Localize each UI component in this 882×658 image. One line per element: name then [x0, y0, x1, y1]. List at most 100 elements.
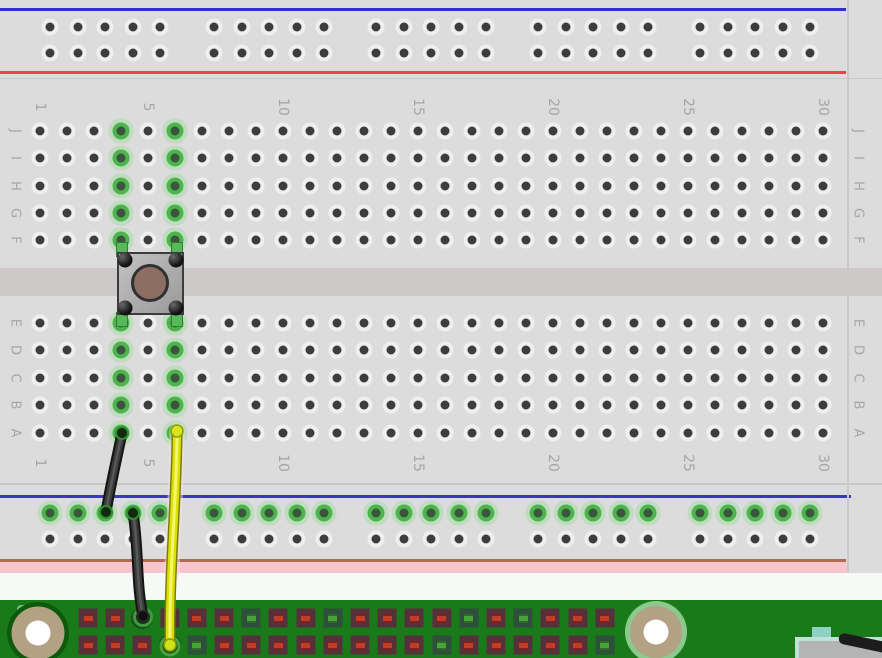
- grid-hole[interactable]: [278, 373, 288, 383]
- grid-hole[interactable]: [791, 318, 801, 328]
- yellow-jumper-wire[interactable]: [159, 423, 185, 657]
- grid-hole[interactable]: [548, 345, 558, 355]
- grid-hole[interactable]: [467, 181, 477, 191]
- grid-hole[interactable]: [62, 400, 72, 410]
- header-pin[interactable]: [377, 635, 397, 655]
- grid-hole[interactable]: [440, 208, 450, 218]
- grid-hole[interactable]: [737, 373, 747, 383]
- top-rail-hole[interactable]: [588, 22, 598, 32]
- grid-hole[interactable]: [197, 181, 207, 191]
- grid-hole[interactable]: [332, 400, 342, 410]
- top-rail-hole[interactable]: [100, 48, 110, 58]
- top-rail-hole[interactable]: [588, 48, 598, 58]
- top-rail-hole[interactable]: [533, 48, 543, 58]
- header-pin[interactable]: [268, 608, 288, 628]
- grid-hole[interactable]: [170, 126, 180, 136]
- top-rail-hole[interactable]: [561, 22, 570, 32]
- grid-hole[interactable]: [602, 400, 612, 410]
- header-pin[interactable]: [404, 635, 424, 655]
- bottom-rail-hole[interactable]: [723, 534, 732, 544]
- grid-hole[interactable]: [359, 153, 369, 163]
- grid-hole[interactable]: [521, 428, 531, 438]
- bottom-rail-hole[interactable]: [426, 508, 436, 518]
- header-pin[interactable]: [105, 608, 125, 628]
- grid-hole[interactable]: [629, 373, 639, 383]
- grid-hole[interactable]: [89, 181, 99, 191]
- bottom-rail-hole[interactable]: [155, 508, 165, 518]
- grid-hole[interactable]: [413, 153, 423, 163]
- grid-hole[interactable]: [413, 400, 423, 410]
- grid-hole[interactable]: [656, 400, 666, 410]
- grid-hole[interactable]: [764, 126, 774, 136]
- grid-hole[interactable]: [710, 373, 720, 383]
- grid-hole[interactable]: [224, 208, 234, 218]
- bottom-rail-hole[interactable]: [454, 534, 463, 544]
- grid-hole[interactable]: [278, 345, 288, 355]
- grid-hole[interactable]: [683, 428, 693, 438]
- grid-hole[interactable]: [548, 235, 558, 245]
- grid-hole[interactable]: [737, 126, 747, 136]
- header-pin[interactable]: [78, 635, 98, 655]
- bottom-rail-hole[interactable]: [45, 534, 55, 544]
- grid-hole[interactable]: [35, 400, 45, 410]
- grid-hole[interactable]: [62, 318, 72, 328]
- grid-hole[interactable]: [791, 153, 801, 163]
- grid-hole[interactable]: [143, 373, 153, 383]
- grid-hole[interactable]: [305, 428, 315, 438]
- grid-hole[interactable]: [548, 318, 558, 328]
- grid-hole[interactable]: [575, 373, 585, 383]
- bottom-rail-hole[interactable]: [73, 534, 82, 544]
- grid-hole[interactable]: [116, 345, 126, 355]
- grid-hole[interactable]: [197, 235, 207, 245]
- grid-hole[interactable]: [251, 345, 261, 355]
- bottom-rail-hole[interactable]: [426, 534, 436, 544]
- header-pin[interactable]: [513, 608, 533, 628]
- grid-hole[interactable]: [35, 345, 45, 355]
- bottom-rail-hole[interactable]: [805, 534, 815, 544]
- grid-hole[interactable]: [143, 400, 153, 410]
- grid-hole[interactable]: [764, 318, 774, 328]
- grid-hole[interactable]: [575, 400, 585, 410]
- top-rail-hole[interactable]: [426, 22, 436, 32]
- grid-hole[interactable]: [251, 126, 261, 136]
- top-rail-hole[interactable]: [750, 22, 760, 32]
- grid-hole[interactable]: [737, 345, 747, 355]
- grid-hole[interactable]: [170, 235, 180, 245]
- bottom-rail-hole[interactable]: [209, 534, 219, 544]
- grid-hole[interactable]: [494, 126, 504, 136]
- grid-hole[interactable]: [467, 235, 477, 245]
- grid-hole[interactable]: [737, 153, 747, 163]
- bottom-rail-hole[interactable]: [778, 534, 787, 544]
- grid-hole[interactable]: [62, 153, 72, 163]
- grid-hole[interactable]: [629, 318, 639, 328]
- top-rail-hole[interactable]: [209, 48, 219, 58]
- grid-hole[interactable]: [359, 318, 369, 328]
- grid-hole[interactable]: [521, 318, 531, 328]
- header-pin[interactable]: [377, 608, 397, 628]
- grid-hole[interactable]: [521, 181, 531, 191]
- grid-hole[interactable]: [413, 428, 423, 438]
- grid-hole[interactable]: [116, 126, 126, 136]
- grid-hole[interactable]: [116, 235, 126, 245]
- grid-hole[interactable]: [656, 208, 666, 218]
- grid-hole[interactable]: [35, 235, 45, 245]
- grid-hole[interactable]: [656, 153, 666, 163]
- top-rail-hole[interactable]: [319, 48, 329, 58]
- top-rail-hole[interactable]: [426, 48, 436, 58]
- grid-hole[interactable]: [656, 345, 666, 355]
- grid-hole[interactable]: [170, 181, 180, 191]
- top-rail-hole[interactable]: [481, 48, 491, 58]
- top-rail-hole[interactable]: [561, 48, 570, 58]
- grid-hole[interactable]: [764, 208, 774, 218]
- grid-hole[interactable]: [764, 181, 774, 191]
- grid-hole[interactable]: [494, 318, 504, 328]
- grid-hole[interactable]: [359, 208, 369, 218]
- grid-hole[interactable]: [386, 153, 396, 163]
- grid-hole[interactable]: [467, 126, 477, 136]
- header-pin[interactable]: [404, 608, 424, 628]
- grid-hole[interactable]: [197, 126, 207, 136]
- grid-hole[interactable]: [683, 318, 693, 328]
- grid-hole[interactable]: [818, 428, 828, 438]
- header-pin[interactable]: [486, 608, 506, 628]
- grid-hole[interactable]: [656, 235, 666, 245]
